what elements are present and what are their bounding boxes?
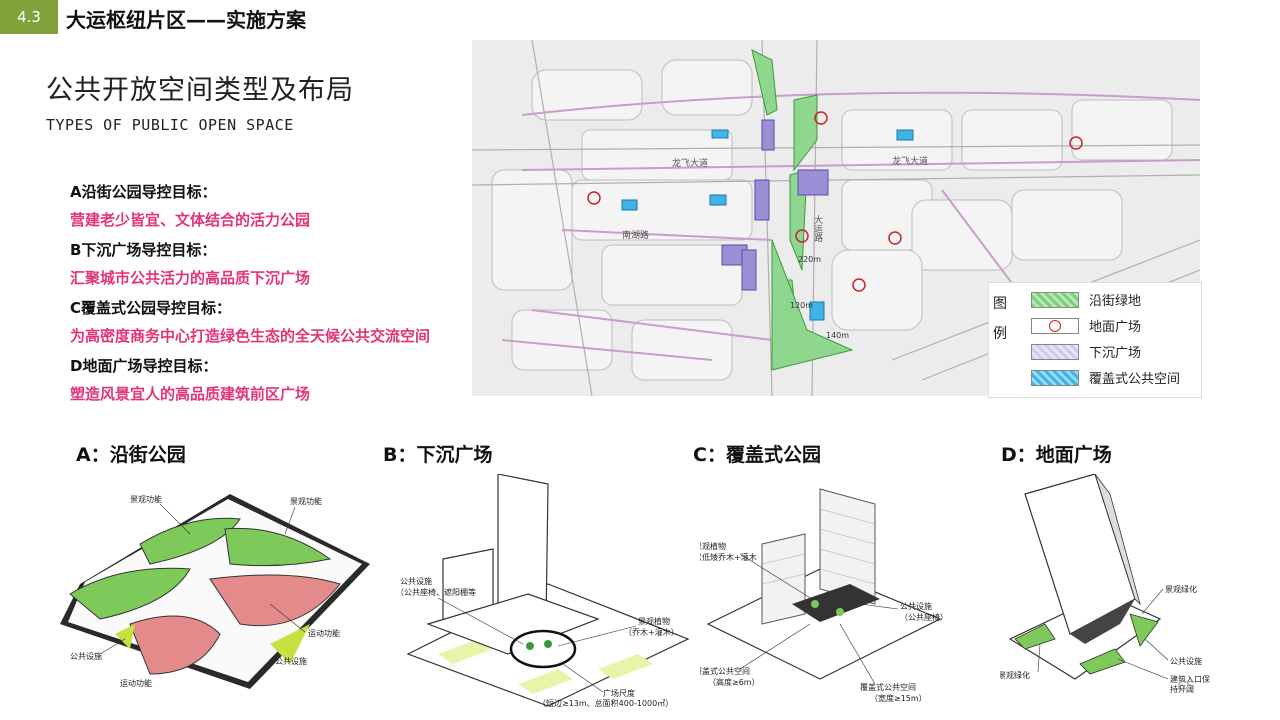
legend-swatch-green bbox=[1031, 292, 1079, 308]
label-c-facility-detail: （公共座椅） bbox=[900, 612, 948, 622]
circle-icon bbox=[1049, 320, 1061, 332]
dimension-220m: 220m bbox=[798, 255, 821, 264]
panel-c-title: C：覆盖式公园 bbox=[693, 444, 821, 466]
objective-b-heading: B下沉广场导控目标： bbox=[70, 241, 217, 259]
label-b-facility: 公共设施 bbox=[400, 576, 432, 586]
panel-d-title: D：地面广场 bbox=[1001, 444, 1112, 466]
label-a-sport-1: 运动功能 bbox=[308, 628, 340, 638]
objective-a-heading: A沿街公园导控目标： bbox=[70, 183, 217, 201]
label-b-plants-detail: （乔木+灌木） bbox=[624, 627, 679, 637]
label-c-width-detail: （宽度≥15m） bbox=[870, 693, 927, 703]
dimension-140m: 140m bbox=[826, 331, 849, 340]
label-d-landscape-2: 景观绿化 bbox=[1000, 670, 1030, 680]
label-a-facility-1: 公共设施 bbox=[70, 651, 102, 661]
objective-b-detail: 汇聚城市公共活力的高品质下沉广场 bbox=[70, 269, 311, 287]
panel-d-ground-plaza: 景观绿化 公共设施 景观绿化 建筑入口保 持开阔 bbox=[998, 473, 1210, 712]
site-plan-map: 龙飞大道 龙飞大道 大运路 南湖路 220m 120m 140m bbox=[472, 40, 1200, 396]
map-legend: 图例 沿街绿地 地面广场 下沉广场 覆盖式公共空间 bbox=[988, 282, 1202, 398]
label-d-facility: 公共设施 bbox=[1170, 656, 1202, 666]
label-b-facility-detail: （公共座椅、遮阳棚等 bbox=[398, 587, 476, 597]
panel-b-title: B：下沉广场 bbox=[383, 444, 493, 466]
label-b-scale-detail: （短边≥13m、总面积400-1000㎡） bbox=[538, 698, 673, 708]
panel-b-sunken-plaza: 公共设施 （公共座椅、遮阳棚等 景观植物 （乔木+灌木） 广场尺度 （短边≥13… bbox=[396, 473, 698, 712]
panel-a-title: A：沿街公园 bbox=[76, 444, 186, 466]
covered-park-diagram: 景观植物 （低矮乔木+灌木 公共设施 （公共座椅） 覆盖式公共空间 （高度≥6m… bbox=[694, 488, 948, 703]
label-b-plants: 景观植物 bbox=[638, 616, 670, 626]
street-park-diagram: 景观功能 景观功能 运动功能 公共设施 公共设施 运动功能 bbox=[60, 494, 370, 689]
label-d-landscape-1: 景观绿化 bbox=[1165, 584, 1197, 594]
section-title: 大运枢纽片区——实施方案 bbox=[66, 8, 306, 32]
legend-label-sunken: 下沉广场 bbox=[1089, 346, 1142, 361]
label-d-entrance-detail: 持开阔 bbox=[1170, 684, 1194, 694]
road-label-longfei-west: 龙飞大道 bbox=[672, 157, 708, 169]
site-plan-drawing: 龙飞大道 龙飞大道 大运路 南湖路 220m 120m 140m bbox=[472, 40, 1200, 396]
dimension-120m: 120m bbox=[790, 301, 813, 310]
label-d-entrance: 建筑入口保 bbox=[1170, 674, 1210, 684]
label-a-landscape-2: 景观功能 bbox=[290, 496, 322, 506]
legend-swatch-plaza bbox=[1031, 318, 1079, 334]
objective-a-detail: 营建老少皆宜、文体结合的活力公园 bbox=[70, 211, 311, 229]
road-label-nanhu: 南湖路 bbox=[622, 229, 649, 241]
label-c-height: 覆盖式公共空间 bbox=[700, 666, 750, 676]
legend-swatch-sunken bbox=[1031, 344, 1079, 360]
page-title: 公共开放空间类型及布局 bbox=[46, 75, 354, 106]
objective-c-heading: C覆盖式公园导控目标： bbox=[70, 299, 232, 317]
label-a-sport-2: 运动功能 bbox=[120, 678, 152, 688]
legend-label-green: 沿街绿地 bbox=[1089, 294, 1142, 309]
page-number: 65 bbox=[1177, 680, 1194, 695]
road-label-dayun: 大运路 bbox=[812, 214, 823, 243]
objective-d-detail: 塑造风景宜人的高品质建筑前区广场 bbox=[70, 385, 311, 403]
section-number-badge: 4.3 bbox=[0, 0, 58, 34]
label-b-scale: 广场尺度 bbox=[603, 688, 635, 698]
page-subtitle: TYPES OF PUBLIC OPEN SPACE bbox=[46, 116, 294, 134]
label-a-facility-2: 公共设施 bbox=[275, 656, 307, 666]
legend-title: 图例 bbox=[993, 296, 1007, 342]
objective-c-detail: 为高密度商务中心打造绿色生态的全天候公共交流空间 bbox=[70, 327, 431, 345]
road-label-longfei-east: 龙飞大道 bbox=[892, 155, 928, 167]
label-a-landscape-1: 景观功能 bbox=[130, 494, 162, 504]
objective-d-heading: D地面广场导控目标： bbox=[70, 357, 218, 375]
label-c-facility: 公共设施 bbox=[900, 601, 932, 611]
sunken-plaza-diagram: 公共设施 （公共座椅、遮阳棚等 景观植物 （乔木+灌木） 广场尺度 （短边≥13… bbox=[396, 473, 690, 708]
label-c-plants: 景观植物 bbox=[700, 541, 726, 551]
legend-label-covered: 覆盖式公共空间 bbox=[1089, 372, 1181, 387]
legend-label-plaza: 地面广场 bbox=[1089, 320, 1142, 335]
legend-swatch-covered bbox=[1031, 370, 1079, 386]
label-c-height-detail: （高度≥6m） bbox=[708, 677, 760, 687]
panel-a-street-park: 景观功能 景观功能 运动功能 公共设施 公共设施 运动功能 bbox=[40, 474, 380, 712]
panel-c-covered-park: 景观植物 （低矮乔木+灌木 公共设施 （公共座椅） 覆盖式公共空间 （高度≥6m… bbox=[694, 474, 950, 712]
label-c-plants-detail: （低矮乔木+灌木 bbox=[700, 552, 757, 562]
label-c-width: 覆盖式公共空间 bbox=[860, 682, 916, 692]
ground-plaza-diagram: 景观绿化 公共设施 景观绿化 建筑入口保 持开阔 bbox=[998, 473, 1210, 694]
